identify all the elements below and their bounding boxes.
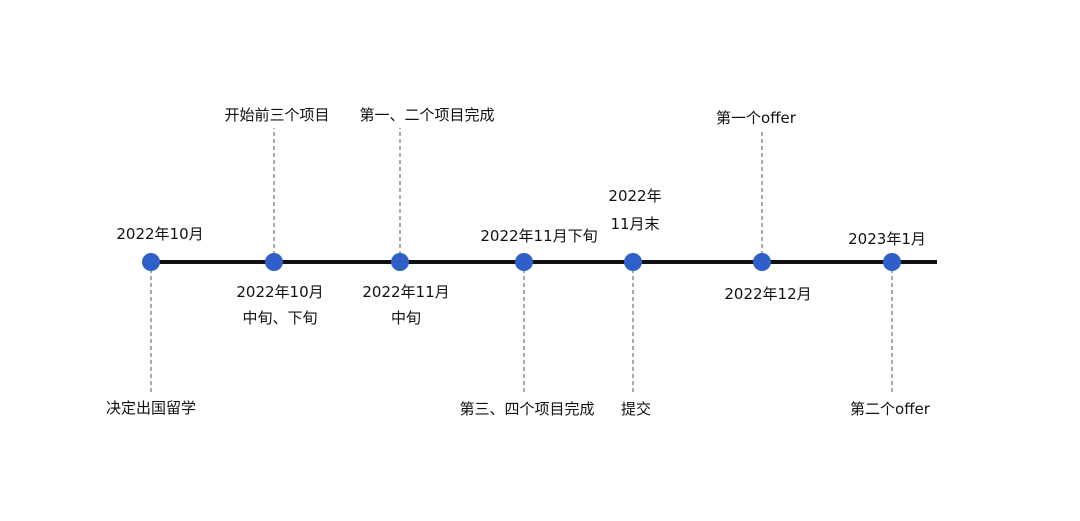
date-label-e7: 2023年1月 [848, 228, 926, 250]
milestone-dot-e4 [515, 253, 533, 271]
event-label-e4: 第三、四个项目完成 [459, 400, 595, 418]
milestone-dot-e3 [391, 253, 409, 271]
milestone-dot-e2 [265, 253, 283, 271]
milestone-dot-group [142, 253, 901, 271]
date-line: 2022年12月 [724, 285, 812, 303]
date-line: 2022年10月 [236, 283, 324, 301]
event-label-e2: 开始前三个项目 [224, 106, 330, 124]
date-line: 中旬、下旬 [242, 309, 318, 327]
date-label-e3: 2022年11月 中旬 [362, 281, 449, 329]
milestone-dot-e7 [883, 253, 901, 271]
milestone-dot-e6 [753, 253, 771, 271]
date-label-e1: 2022年10月 [116, 223, 203, 245]
date-label-e6: 2022年12月 [724, 283, 811, 305]
event-label-e3: 第一、二个项目完成 [359, 106, 495, 124]
milestone-dot-e1 [142, 253, 160, 271]
date-line: 2023年1月 [848, 230, 926, 248]
date-line: 2022年10月 [116, 225, 204, 243]
event-label-e5: 提交 [620, 400, 652, 418]
date-label-e2: 2022年10月 中旬、下旬 [236, 281, 323, 329]
date-line: 2022年11月 [362, 283, 450, 301]
date-line: 2022年 [608, 187, 662, 205]
connector-group [150, 128, 893, 393]
date-label-e4: 2022年11月下旬 [480, 225, 597, 247]
date-line: 2022年11月下旬 [480, 227, 598, 245]
date-line: 11月末 [610, 215, 660, 233]
date-label-e5: 2022年 11月末 [608, 185, 661, 235]
date-line: 中旬 [390, 309, 422, 327]
event-label-e1: 决定出国留学 [105, 399, 197, 417]
event-label-e7: 第二个offer [850, 400, 930, 418]
event-label-e6: 第一个offer [716, 109, 796, 127]
milestone-dot-e5 [624, 253, 642, 271]
